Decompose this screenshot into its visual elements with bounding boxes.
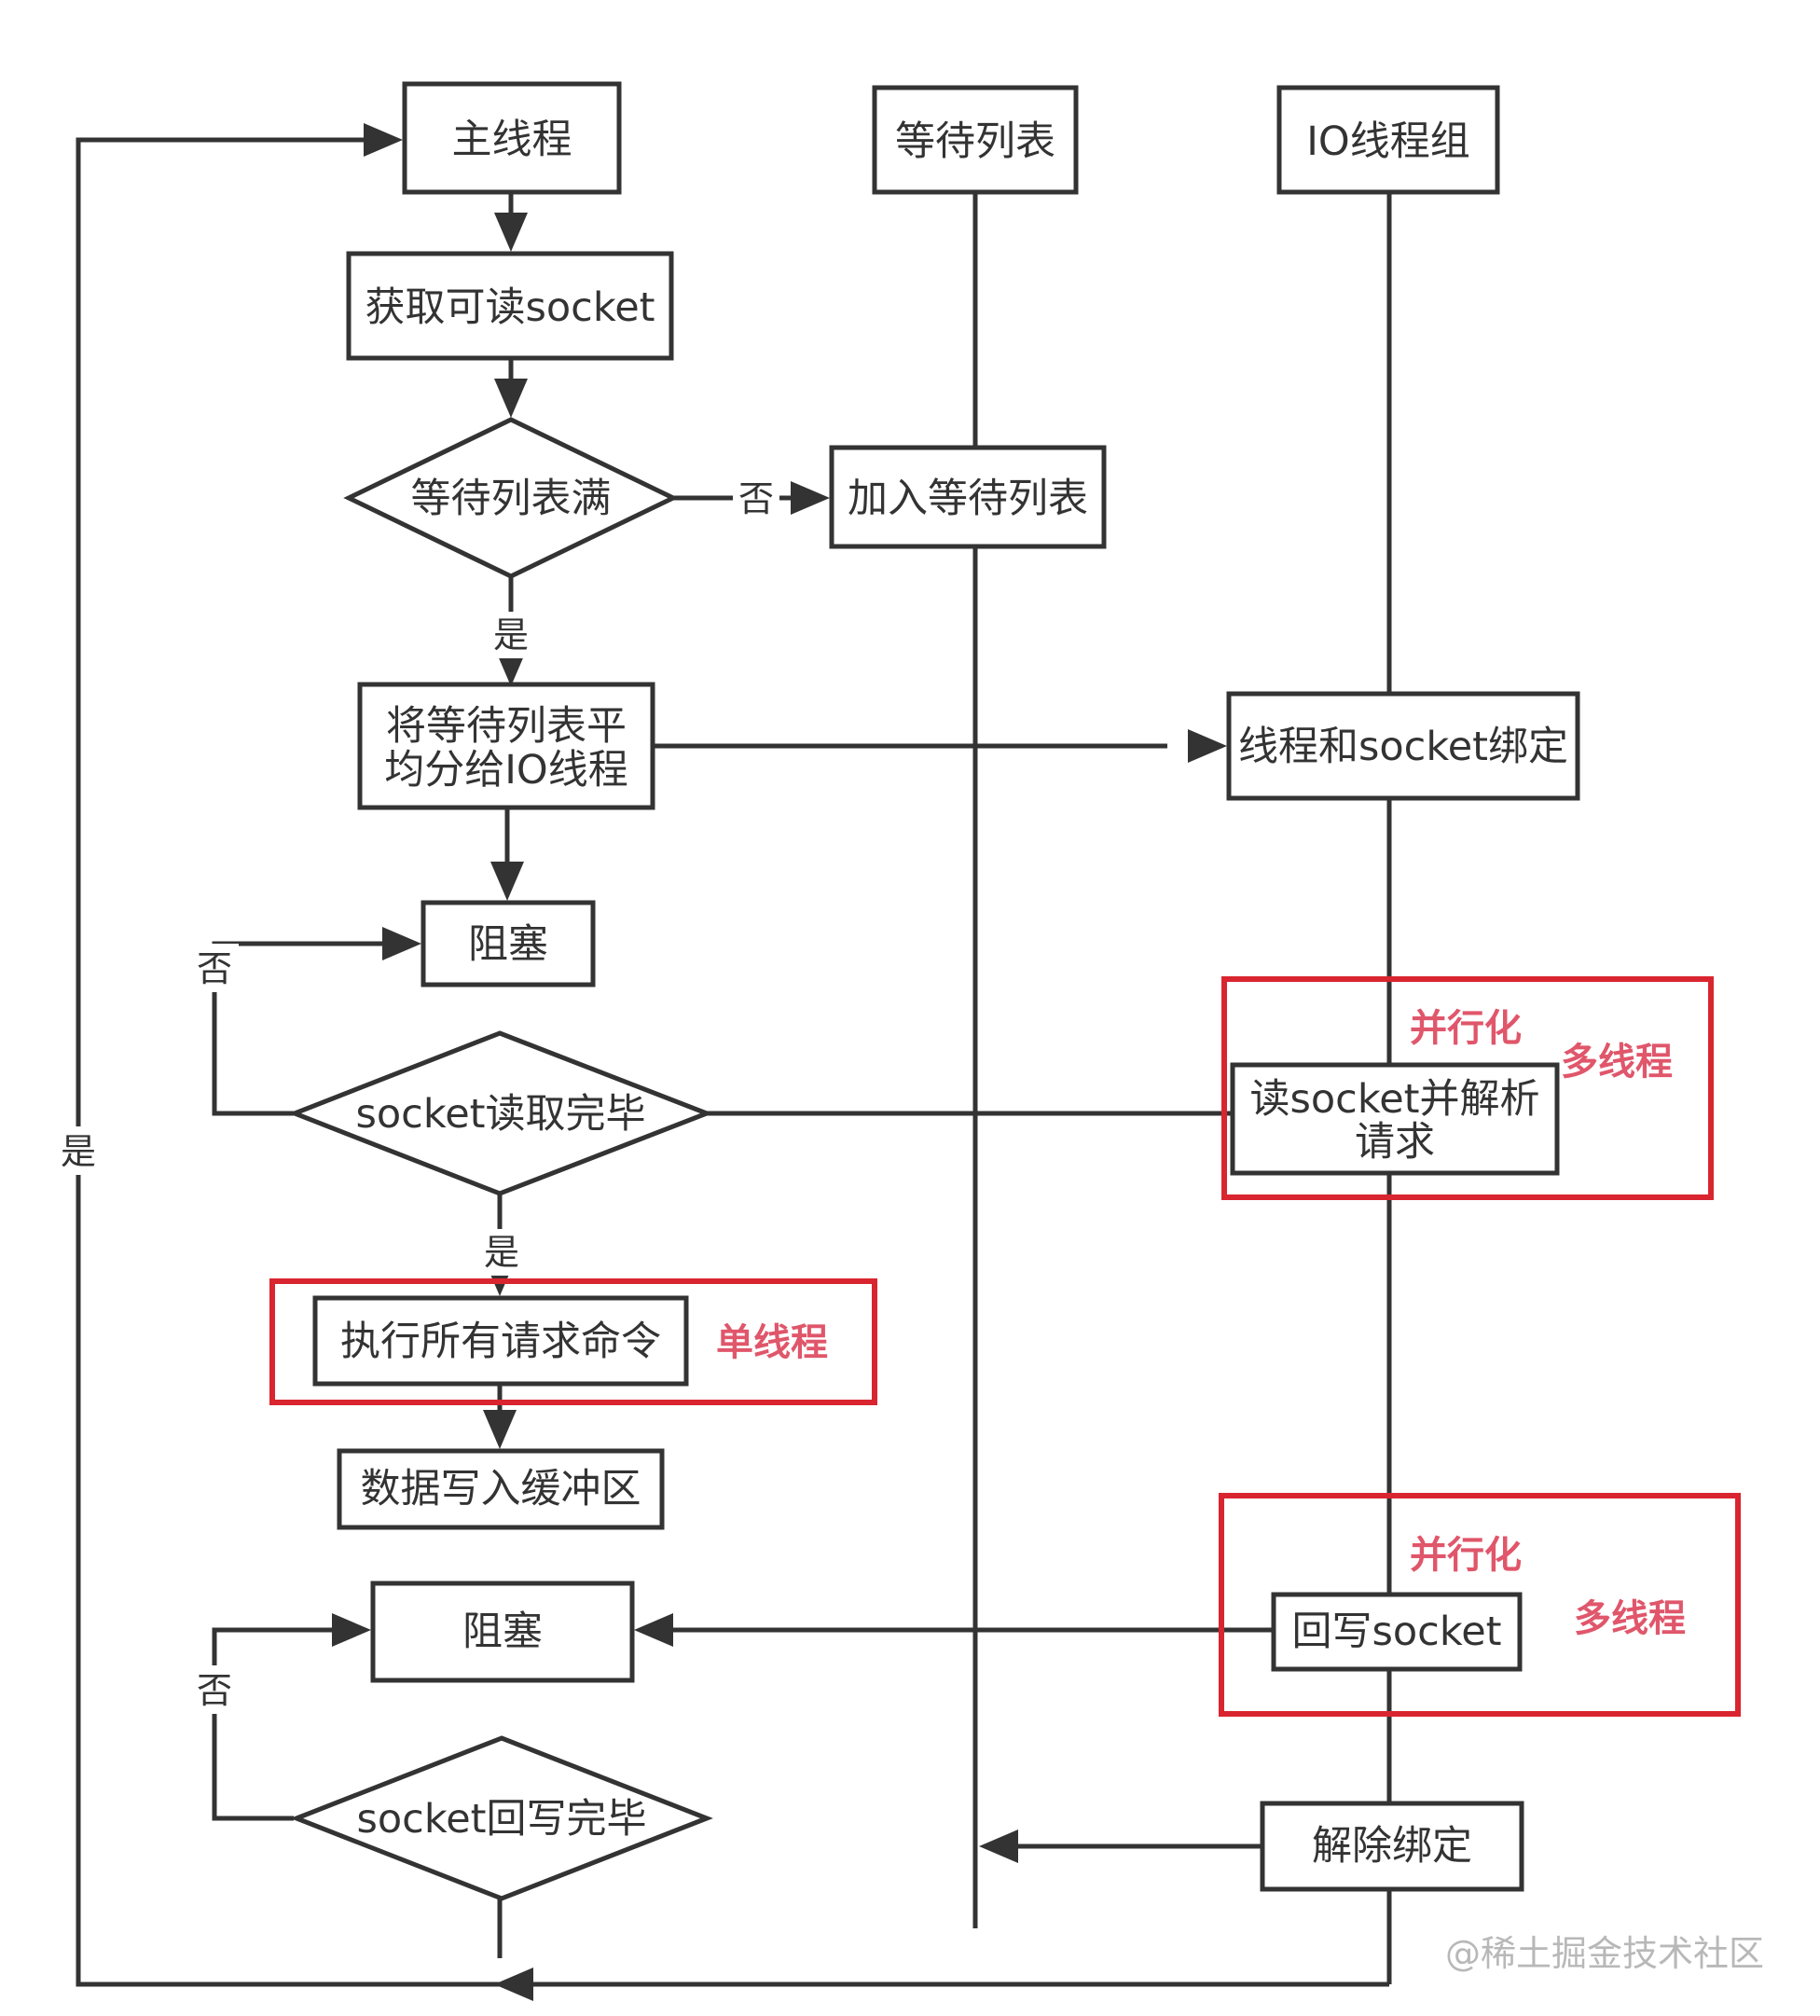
get-socket-box [346,251,674,361]
parallel-write-highlight [1219,1493,1741,1717]
block1-label: 阻塞 [468,921,548,968]
write-back-box [1271,1592,1523,1672]
block2-label: 阻塞 [462,1609,543,1655]
io-group-label: IO线程组 [1306,118,1470,165]
read-parse-label-2: 请求 [1355,1119,1435,1166]
yes-loop-line [76,137,507,1987]
distribute-box [357,682,655,810]
wait-list-box [872,85,1079,195]
io-group-box [1276,85,1500,195]
watermark: @稀土掘金技术社区 [1445,1933,1764,1974]
main-thread-box [402,81,622,195]
wait-full-label: 等待列表满 [411,476,612,522]
get-socket-label: 获取可读socket [365,284,655,331]
block1-box [421,900,596,987]
no-loop-write [212,1627,338,1821]
write-back-label: 回写socket [1291,1609,1501,1655]
write-buf-label: 数据写入缓冲区 [361,1466,641,1512]
edge-label-no3: 否 [197,1670,232,1711]
edge-label-yes2: 是 [484,1232,519,1273]
no-loop-read [212,941,384,1116]
unbind-box [1260,1801,1524,1892]
edge-label-no2: 否 [197,948,232,989]
multi2-label: 多线程 [1574,1597,1686,1640]
read-done-label: socket读取完毕 [355,1091,645,1138]
distribute-label-2: 均分给IO线程 [384,747,628,794]
write-done-diamond [290,1735,713,1901]
main-thread-label: 主线程 [452,117,572,163]
parallel1-label: 并行化 [1410,1007,1522,1050]
edge-label-yes1: 是 [493,614,529,656]
wait-list-label: 等待列表 [895,118,1055,165]
edge-label-no1: 否 [738,478,774,519]
block2-box [370,1581,635,1683]
add-wait-label: 加入等待列表 [848,476,1088,522]
read-parse-label-1: 读socket并解析 [1249,1076,1539,1123]
unbind-label: 解除绑定 [1312,1823,1472,1870]
bind-box [1226,691,1580,801]
bind-label: 线程和socket绑定 [1238,724,1568,770]
distribute-label-1: 将等待列表平 [386,703,627,750]
parallel-read-highlight [1221,976,1714,1200]
parallel2-label: 并行化 [1410,1534,1522,1577]
exec-label: 执行所有请求命令 [340,1319,661,1365]
exec-box [312,1295,689,1387]
read-done-diamond [288,1030,713,1196]
single-thread-highlight [269,1278,877,1405]
arrow-to-main [364,123,403,157]
edge-label-yes-loop: 是 [61,1131,96,1172]
add-wait-box [829,445,1107,549]
wait-full-diamond [343,417,679,579]
single-thread-label: 单线程 [716,1321,828,1364]
read-parse-box [1230,1062,1560,1176]
write-buf-box [337,1448,665,1530]
write-done-label: socket回写完毕 [356,1796,646,1843]
multi1-label: 多线程 [1561,1041,1673,1084]
